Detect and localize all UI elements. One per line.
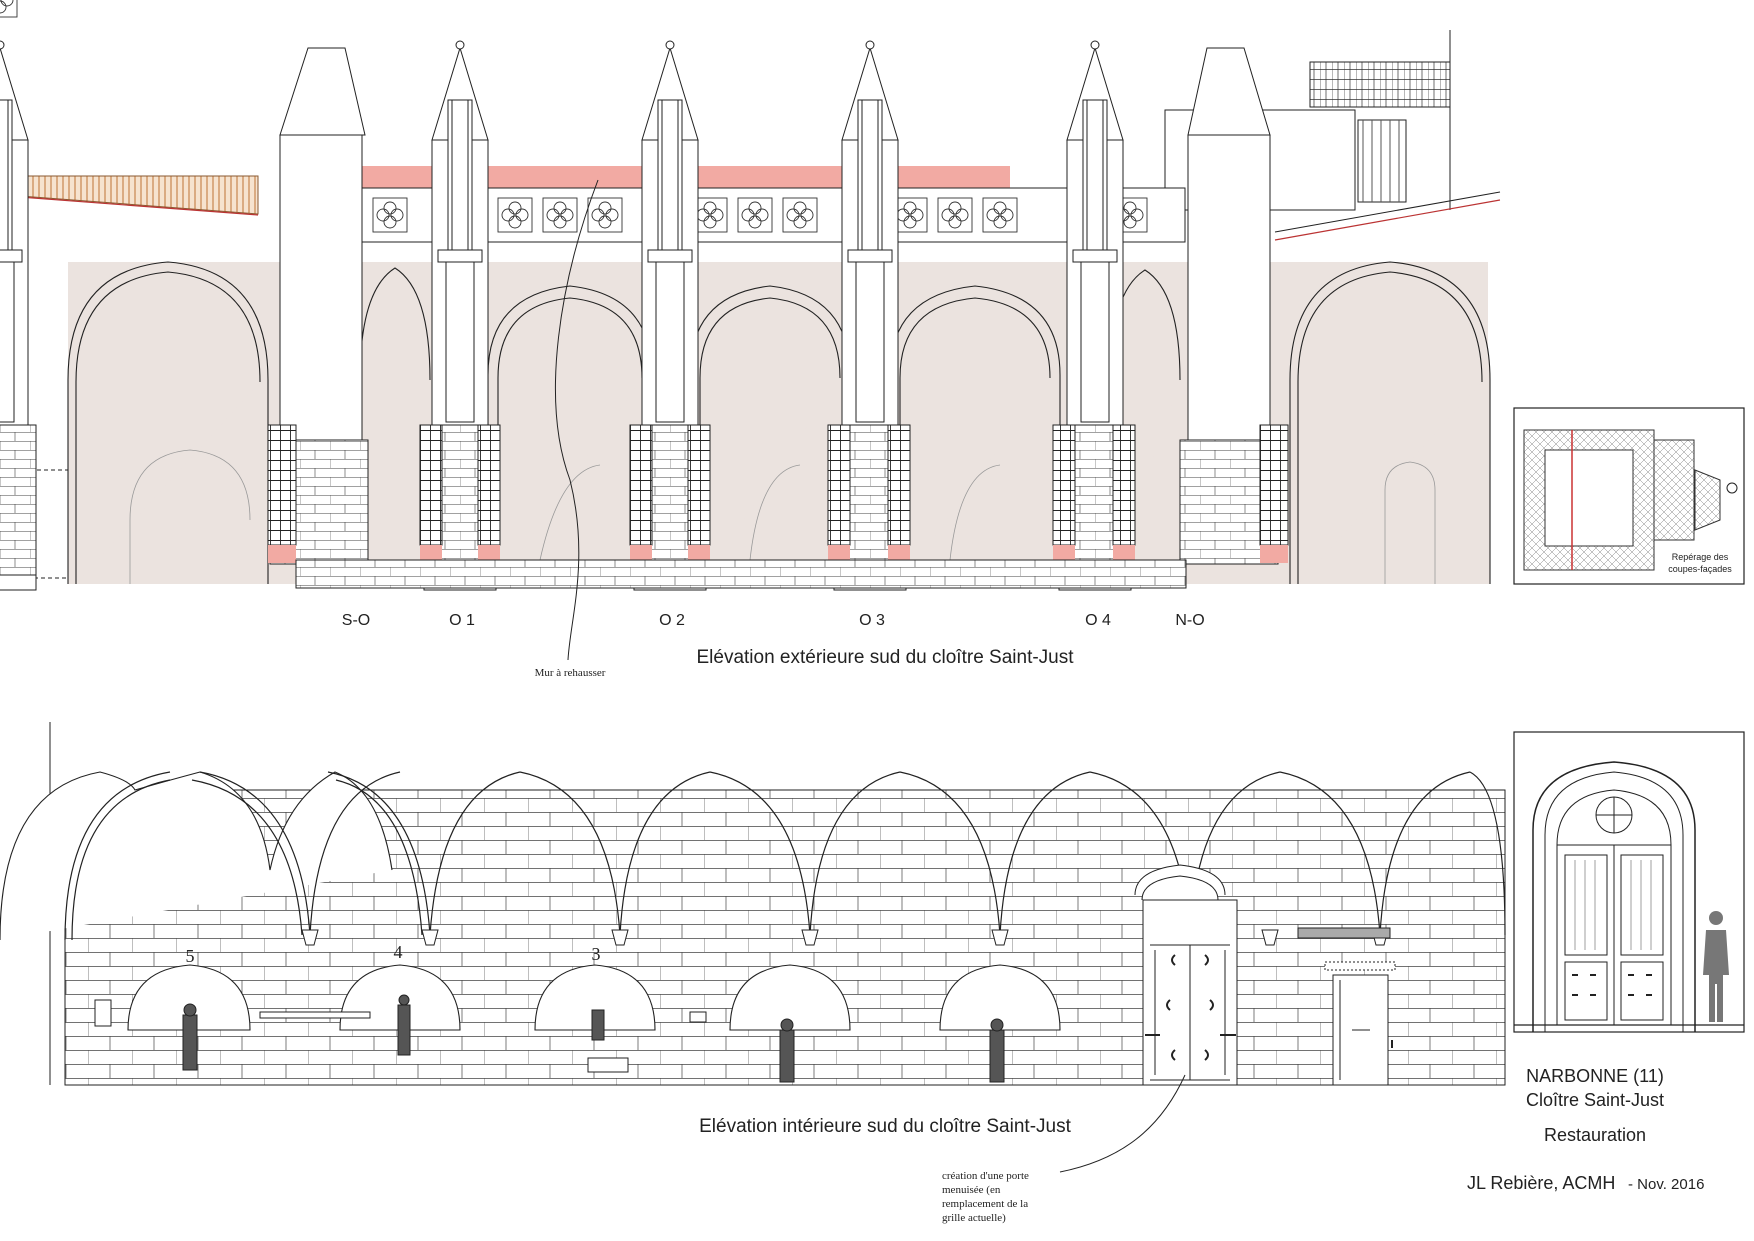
title-date: - Nov. 2016 [1628, 1176, 1704, 1193]
buttress-pinnacles [0, 40, 1132, 591]
house-right-roof [1309, 61, 1451, 108]
pillar-label-o2: O 2 [659, 612, 685, 629]
door-annotation-leader [1059, 1074, 1186, 1173]
door-annotation-line4: grille actuelle) [942, 1212, 1006, 1224]
plan-inset: Repérage des coupes-façades [1513, 407, 1745, 585]
exterior-elevation-drawing [0, 0, 1501, 661]
pillar-label-o3: O 3 [859, 612, 885, 629]
plan-caption-line2: coupes-façades [1668, 564, 1732, 574]
pillar-label-so: S-O [342, 612, 370, 629]
inscription-plaque [1297, 927, 1391, 939]
title-phase: Restauration [1544, 1125, 1646, 1145]
wall-raise-leader [554, 179, 599, 661]
plan-caption-line1: Repérage des [1672, 552, 1729, 562]
title-city: NARBONNE (11) [1526, 1066, 1664, 1086]
bay-number-4: 4 [394, 942, 403, 962]
bay-number-5: 5 [186, 946, 195, 966]
wooden-roof-left [19, 175, 259, 215]
bay-number-3: 3 [592, 944, 601, 964]
interior-main-door [1134, 864, 1238, 1086]
quatrefoil-row [0, 0, 1148, 233]
pillar-labels: S-O O 1 O 2 O 3 O 4 N-O [342, 612, 1205, 629]
interior-elevation-title: Elévation intérieure sud du cloître Sain… [699, 1116, 1071, 1137]
small-side-door [1324, 961, 1396, 1086]
pillar-label-o1: O 1 [449, 612, 475, 629]
exterior-elevation-title: Elévation extérieure sud du cloître Sain… [696, 647, 1074, 668]
pillar-label-no: N-O [1175, 612, 1204, 629]
title-author: JL Rebière, ACMH [1467, 1173, 1615, 1193]
interior-elevation-drawing [0, 722, 1506, 1173]
door-annotation: création d'une porte menuisée (en rempla… [942, 1170, 1029, 1224]
interior-vaults [64, 771, 1506, 941]
door-annotation-line2: menuisée (en [942, 1184, 1001, 1196]
niche-statues [182, 994, 1005, 1083]
title-block: NARBONNE (11) Cloître Saint-Just Restaur… [1467, 1066, 1704, 1193]
exterior-plinth [295, 559, 1187, 589]
door-detail-inset [1513, 731, 1745, 1033]
pillar-label-o4: O 4 [1085, 612, 1111, 629]
human-scale-figure [1703, 911, 1729, 1022]
door-annotation-line3: remplacement de la [942, 1198, 1028, 1210]
base-highlights [268, 545, 1288, 563]
base-grilles [267, 424, 1289, 546]
wall-raise-annotation: Mur à rehausser [535, 667, 606, 679]
door-annotation-line1: création d'une porte [942, 1170, 1029, 1182]
balustrade [354, 187, 1186, 243]
title-monument: Cloître Saint-Just [1526, 1090, 1664, 1110]
exterior-arches [67, 261, 1491, 584]
